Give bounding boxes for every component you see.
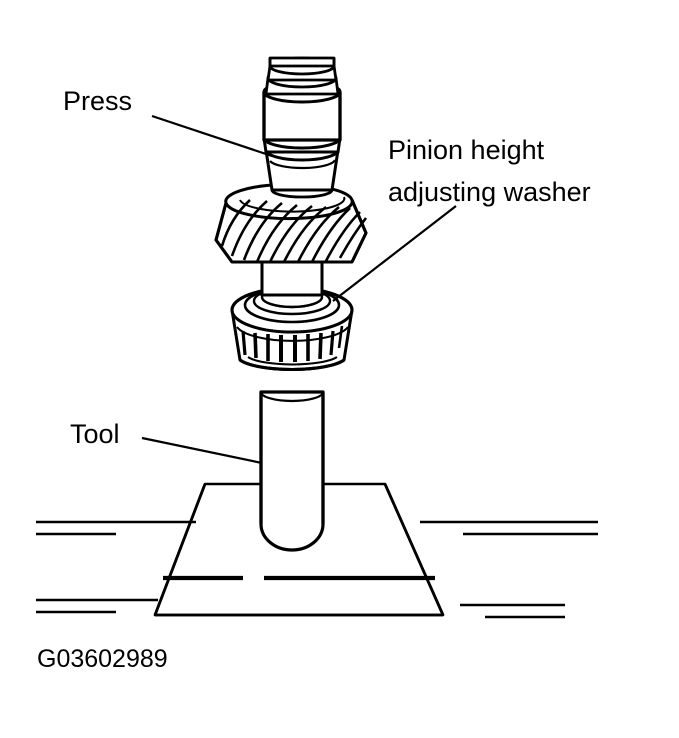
ground-break-lines-left <box>36 520 196 614</box>
ground-break-lines-right <box>420 520 598 619</box>
label-washer-line2: adjusting washer <box>388 177 591 207</box>
press-ram <box>262 56 342 199</box>
tool-shaft <box>259 390 325 552</box>
label-press: Press <box>63 86 132 116</box>
figure-caption-code: G03602989 <box>37 645 168 673</box>
leader-line-press <box>151 114 273 158</box>
leader-lines <box>141 114 457 465</box>
label-washer-line1: Pinion height <box>388 135 545 165</box>
leader-line-tool <box>141 436 263 465</box>
label-tool: Tool <box>70 419 120 449</box>
leader-line-washer <box>332 205 457 302</box>
adjusting-washer-and-bearing <box>230 260 354 371</box>
pinion-gear <box>214 182 368 264</box>
